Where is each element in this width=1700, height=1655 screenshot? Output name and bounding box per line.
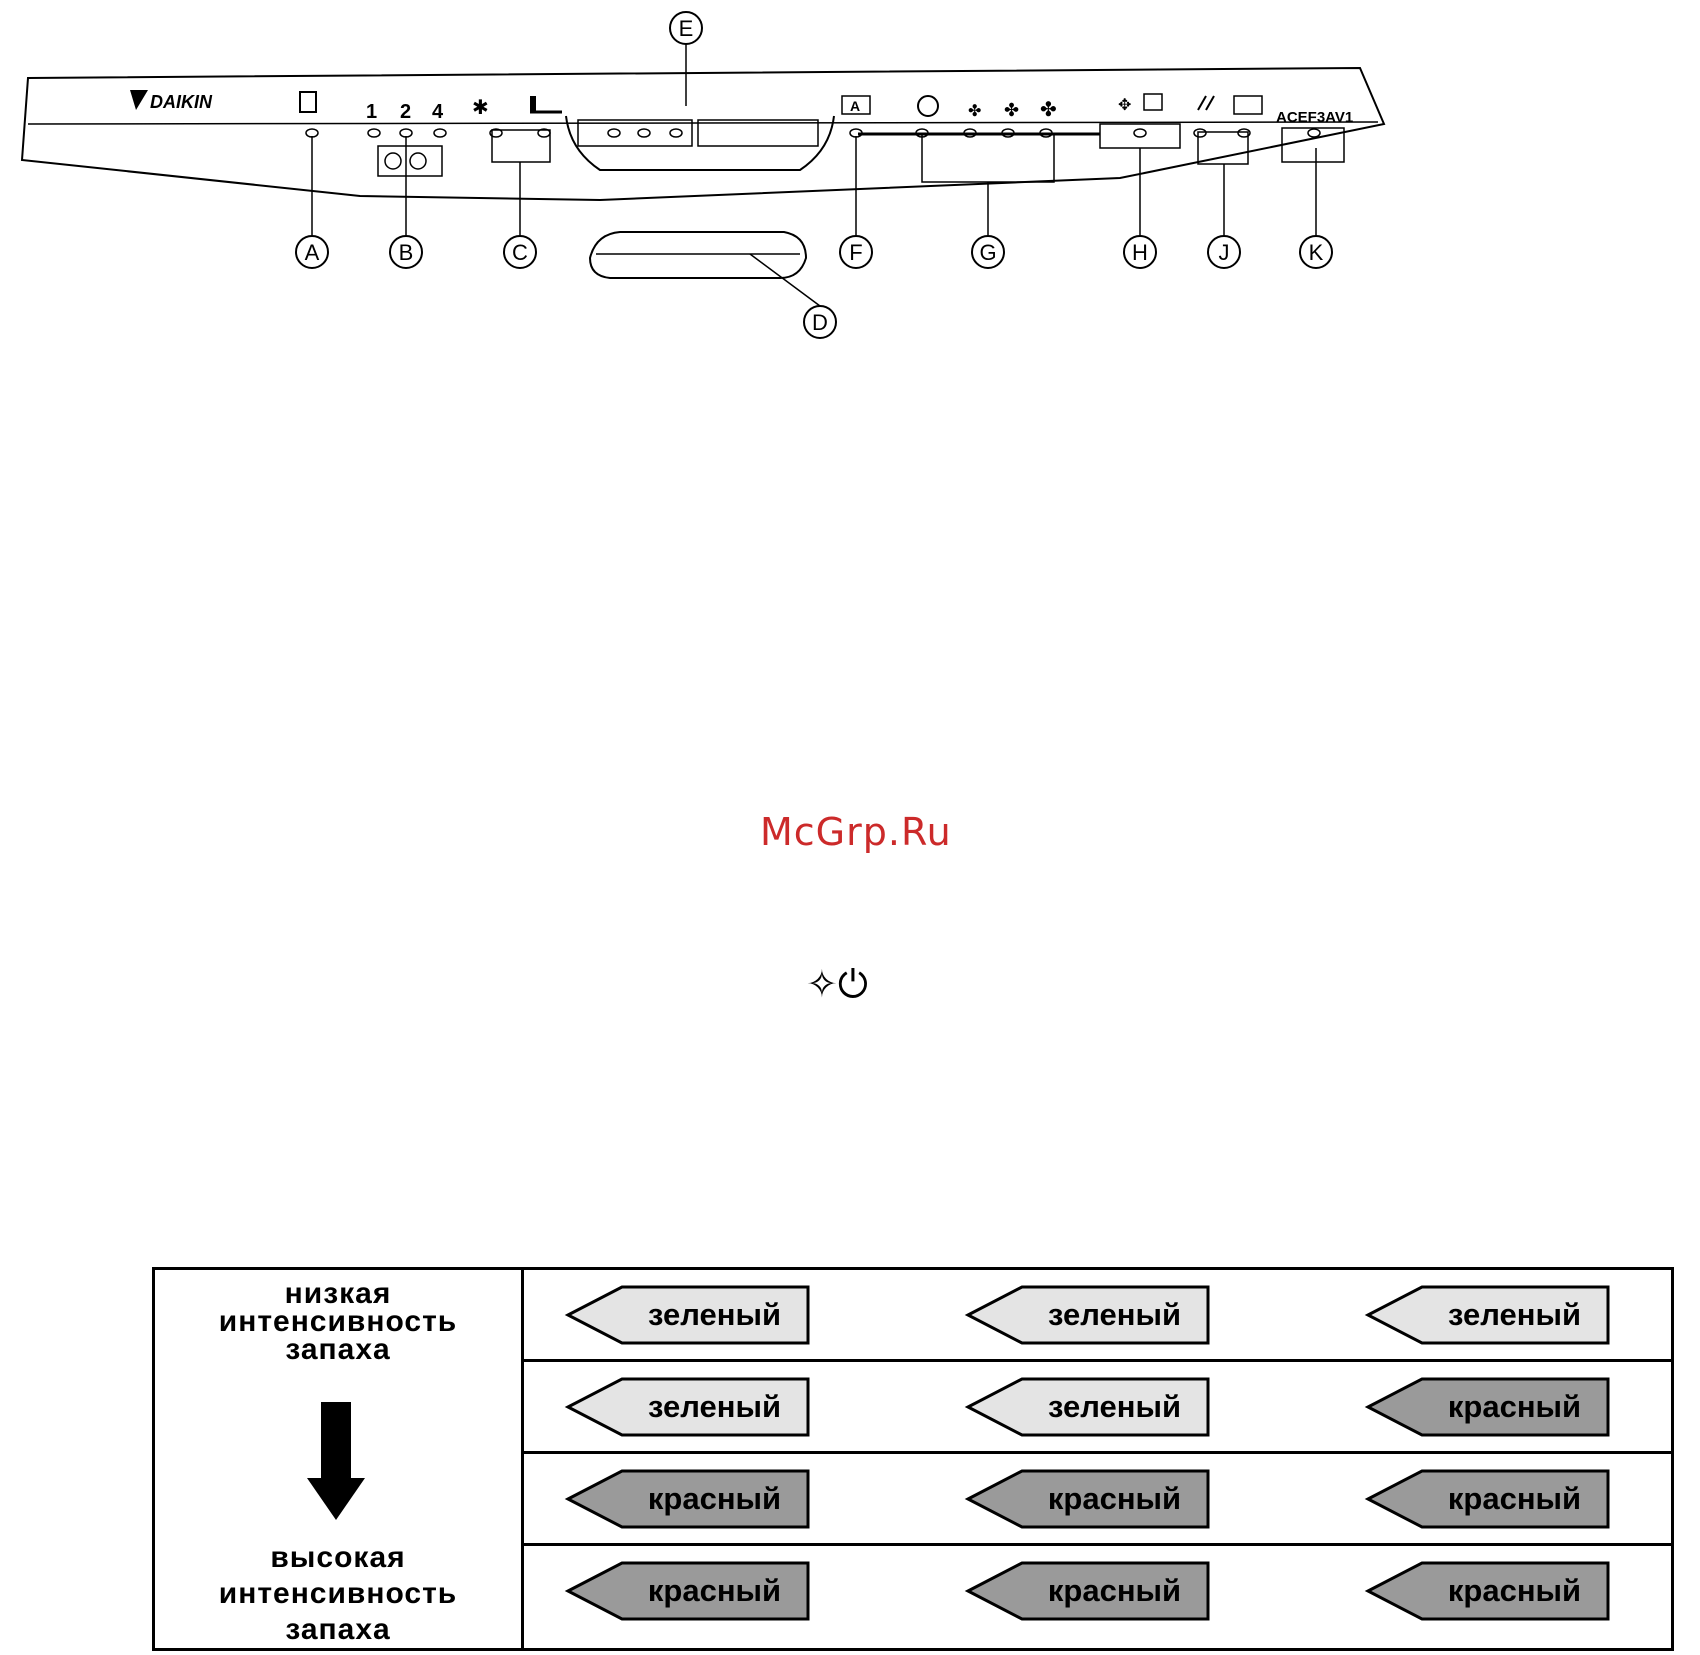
clock-icon	[385, 153, 401, 169]
led-indicator	[1194, 129, 1206, 137]
indicator-tag: красный	[564, 1468, 814, 1530]
indicator-row: красный красный красный	[524, 1546, 1671, 1638]
low-label-line-3: запаха	[155, 1336, 521, 1364]
indicator-color-label: зеленый	[1022, 1376, 1207, 1438]
indicator-tag: красный	[1364, 1560, 1614, 1622]
callout-label: E	[679, 16, 694, 41]
display-tray	[566, 116, 834, 170]
high-label-line-2: интенсивность	[155, 1576, 521, 1612]
indicator-tag: красный	[964, 1468, 1214, 1530]
led-row	[306, 129, 1320, 137]
indicator-tag: зеленый	[564, 1284, 814, 1346]
odor-legend-table: низкая интенсивность запаха высокая инте…	[152, 1267, 1674, 1651]
indicator-row: красный красный красный	[524, 1454, 1671, 1546]
callout-label: B	[399, 240, 414, 265]
led-indicator	[400, 129, 412, 137]
auto-mode-glyph: A	[850, 98, 860, 114]
intensity-scale: низкая интенсивность запаха высокая инте…	[152, 1267, 524, 1651]
fan-mid-icon: ✤	[1004, 100, 1019, 120]
led-indicator	[608, 129, 620, 137]
indicator-color-label: зеленый	[622, 1284, 807, 1346]
callout-label: C	[512, 240, 528, 265]
indicator-color-label: зеленый	[622, 1376, 807, 1438]
led-indicator	[306, 129, 318, 137]
indicator-tag: красный	[1364, 1376, 1614, 1438]
model-label: ACEF3AV1	[1276, 109, 1353, 126]
sparkle-icon: ✧	[806, 962, 838, 1006]
indicator-tag: зеленый	[564, 1376, 814, 1438]
swing-button	[1100, 124, 1180, 148]
daikin-logo-icon	[130, 90, 148, 110]
reset-icon	[1198, 96, 1206, 110]
indicator-color-label: зеленый	[1022, 1284, 1207, 1346]
indicator-color-label: красный	[1422, 1468, 1607, 1530]
reset-icon-2	[1206, 96, 1214, 110]
filter-icon	[300, 92, 316, 112]
indicator-color-label: красный	[622, 1560, 807, 1622]
status-symbols: ✧⏻	[806, 962, 868, 1007]
swing-icon: ✥	[1118, 97, 1131, 114]
led-indicator	[638, 129, 650, 137]
low-label-line-1: низкая	[155, 1280, 521, 1308]
led-indicator	[434, 129, 446, 137]
high-intensity-label: высокая интенсивность запаха	[155, 1540, 521, 1648]
brand-logo: DAIKIN	[150, 92, 213, 112]
callout-label: H	[1132, 240, 1148, 265]
timer-label-1: 1	[366, 101, 377, 123]
timer-label-2: 2	[400, 101, 411, 123]
g-bracket	[922, 134, 1054, 182]
indicator-color-label: красный	[1422, 1376, 1607, 1438]
high-label-line-1: высокая	[155, 1540, 521, 1576]
timer-off-icon	[410, 153, 426, 169]
indicator-tag: красный	[1364, 1468, 1614, 1530]
timer-label-4: 4	[432, 101, 444, 123]
led-indicator	[1308, 129, 1320, 137]
fan-low-icon: ✤	[968, 103, 981, 120]
control-panel-diagram: DAIKIN 1 2 4 ✱ A ✤ ✤ ✤ ✥ ACEF3AV1 A B C D E F…	[0, 0, 1700, 360]
indicator-tag: красный	[964, 1560, 1214, 1622]
callouts: A B C D E F G H J K	[296, 12, 1332, 338]
led-indicator	[670, 129, 682, 137]
callout-label: F	[849, 240, 862, 265]
led-indicator	[1134, 129, 1146, 137]
filter-reset-icon	[1234, 96, 1262, 114]
callout-label: K	[1309, 240, 1324, 265]
indicator-tag: зеленый	[964, 1376, 1214, 1438]
high-label-line-3: запаха	[155, 1612, 521, 1648]
sensor-box	[698, 120, 818, 146]
indicator-tag: красный	[564, 1560, 814, 1622]
indicator-color-label: зеленый	[1422, 1284, 1607, 1346]
callout-label: D	[812, 310, 828, 335]
indicator-grid: зеленый зеленый зеленый зеленый зеленый красн…	[524, 1267, 1674, 1651]
callout-label: J	[1219, 240, 1230, 265]
low-label-line-2: интенсивность	[155, 1308, 521, 1336]
indicator-tag: зеленый	[1364, 1284, 1614, 1346]
power-icon: ⏻	[838, 962, 868, 1006]
low-intensity-label: низкая интенсивность запаха	[155, 1280, 521, 1364]
watermark: McGrp.Ru	[760, 810, 952, 854]
indicator-color-label: красный	[1022, 1468, 1207, 1530]
callout-label: A	[305, 240, 320, 265]
indicator-row: зеленый зеленый красный	[524, 1362, 1671, 1454]
indicator-color-label: красный	[622, 1468, 807, 1530]
ion-icon	[530, 96, 536, 112]
indicator-tag: зеленый	[964, 1284, 1214, 1346]
fan-high-icon: ✤	[1040, 99, 1057, 121]
indicator-color-label: красный	[1422, 1560, 1607, 1622]
led-indicator	[368, 129, 380, 137]
louver-icon	[1144, 94, 1162, 110]
indicator-color-label: красный	[1022, 1560, 1207, 1622]
callout-label: G	[979, 240, 996, 265]
sleep-fan-icon	[918, 96, 938, 116]
down-arrow-icon	[307, 1402, 367, 1522]
callout-leader	[750, 254, 820, 306]
indicator-row: зеленый зеленый зеленый	[524, 1270, 1671, 1362]
plasma-icon: ✱	[472, 97, 489, 119]
